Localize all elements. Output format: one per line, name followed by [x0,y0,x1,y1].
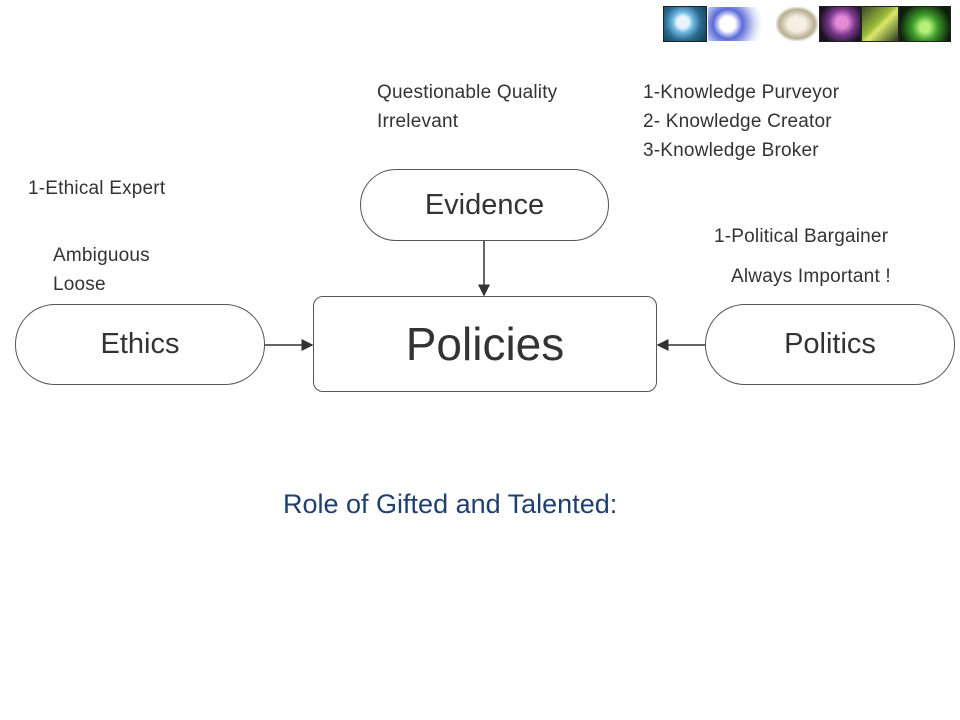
politics-quality-note: Always Important ! [731,266,891,287]
gifted-talented-heading: Role of Gifted and Talented: [283,489,618,519]
ethics-quality-line-1: Ambiguous [53,245,150,266]
evidence-quality-notes: Questionable Quality Irrelevant [377,78,557,136]
ethics-quality-notes: Ambiguous Loose [53,241,150,299]
earth-globe-image [663,6,707,42]
politics-role-note: 1-Political Bargainer [714,226,889,247]
stone-tablet-image [775,6,819,42]
molecule-gear-image [707,6,775,42]
ethics-quality-line-2: Loose [53,274,106,295]
policies-node: Policies [313,296,657,392]
header-image-strip [663,0,953,48]
green-cell-image [899,6,951,42]
brain-scan-image [819,6,861,42]
evidence-role-line-2: 2- Knowledge Creator [643,111,832,132]
evidence-role-line-3: 3-Knowledge Broker [643,140,819,161]
evidence-role-notes: 1-Knowledge Purveyor 2- Knowledge Creato… [643,78,839,165]
evidence-quality-line-1: Questionable Quality [377,82,558,103]
leaf-plant-image [861,6,899,42]
evidence-role-line-1: 1-Knowledge Purveyor [643,82,840,103]
evidence-quality-line-2: Irrelevant [377,111,459,132]
politics-node: Politics [705,304,955,385]
ethics-role-note: 1-Ethical Expert [28,178,166,199]
evidence-node: Evidence [360,169,609,241]
ethics-node: Ethics [15,304,265,385]
